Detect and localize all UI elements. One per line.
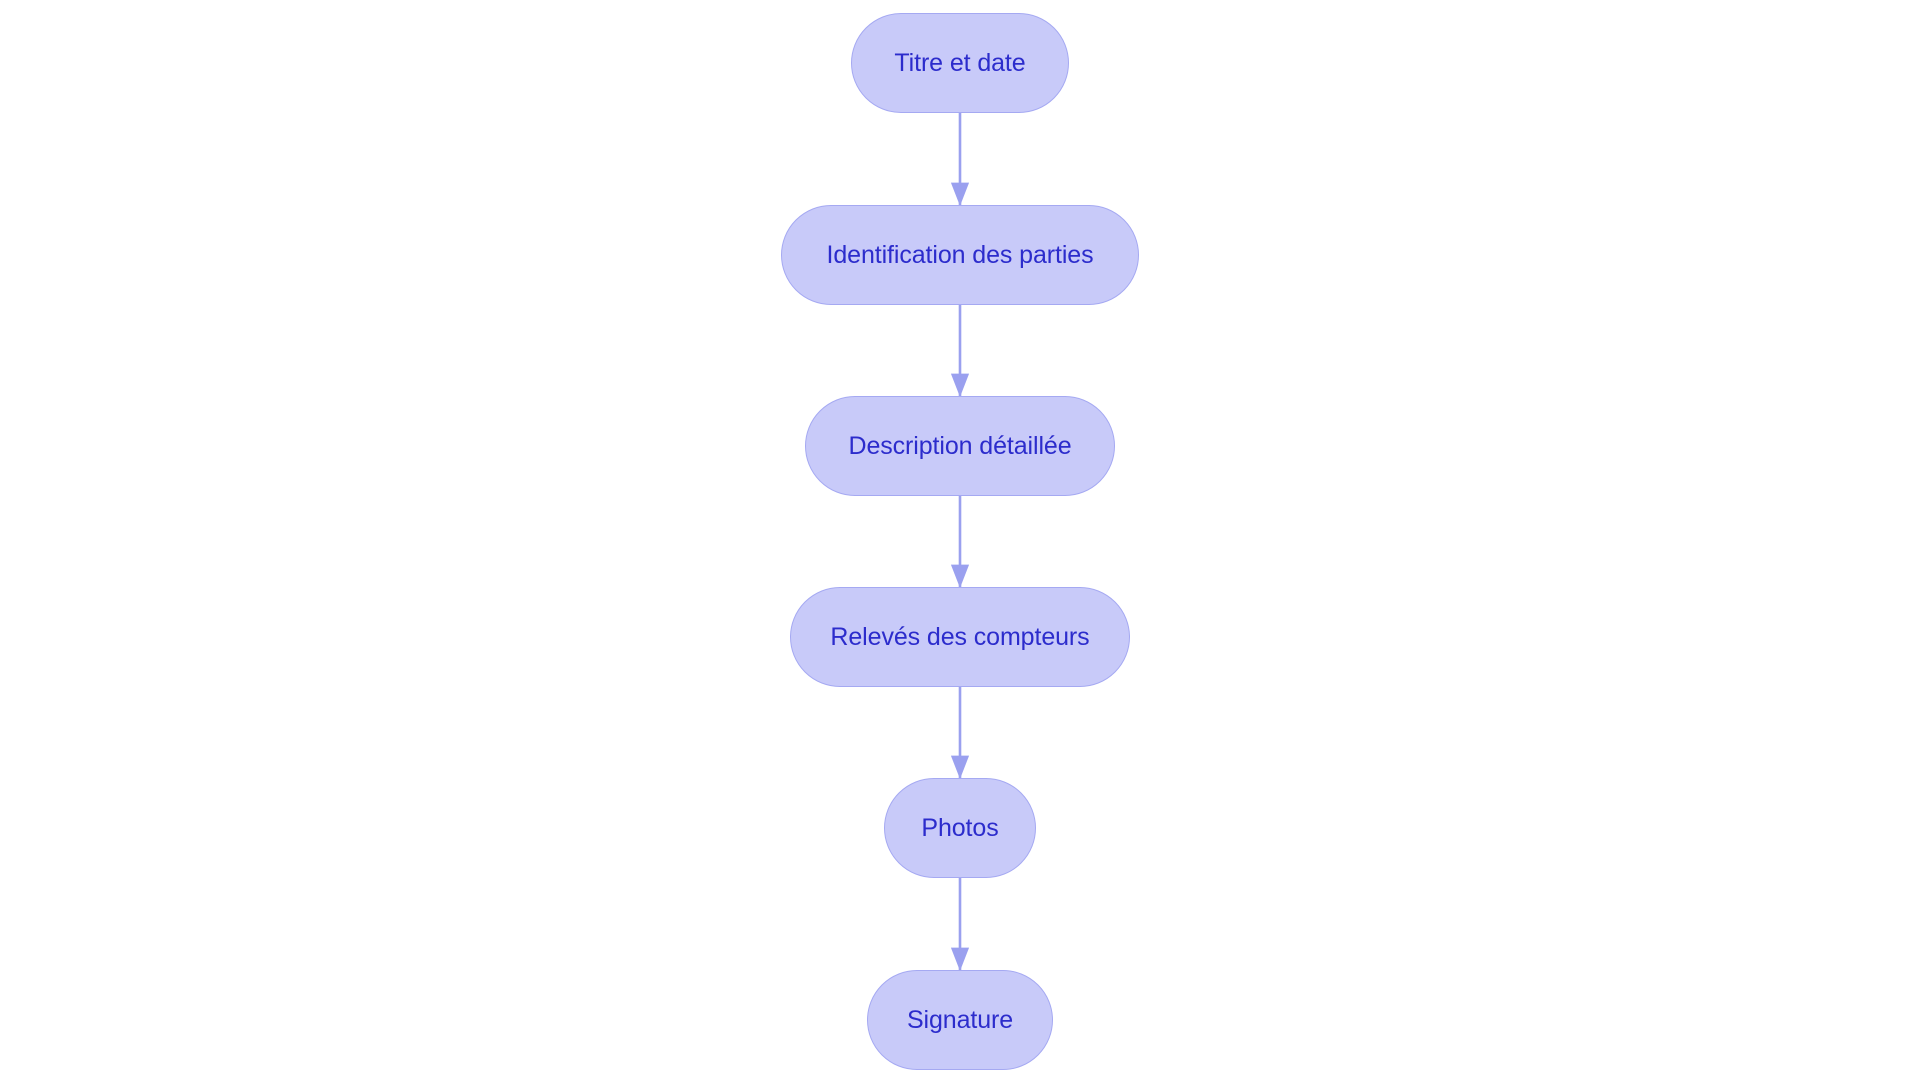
flow-node-label: Relevés des compteurs xyxy=(830,622,1090,651)
flow-node-photos[interactable]: Photos xyxy=(884,778,1036,878)
flow-node-label: Identification des parties xyxy=(826,240,1094,269)
flow-node-description-detaillee[interactable]: Description détaillée xyxy=(805,396,1115,496)
flow-node-titre-et-date[interactable]: Titre et date xyxy=(851,13,1069,113)
flow-node-identification-des-parties[interactable]: Identification des parties xyxy=(781,205,1139,305)
flow-node-label: Titre et date xyxy=(894,48,1026,77)
flow-node-label: Signature xyxy=(906,1005,1014,1034)
flow-node-releves-des-compteurs[interactable]: Relevés des compteurs xyxy=(790,587,1130,687)
flow-node-label: Photos xyxy=(921,813,999,842)
flow-node-label: Description détaillée xyxy=(848,431,1072,460)
flow-node-signature[interactable]: Signature xyxy=(867,970,1053,1070)
